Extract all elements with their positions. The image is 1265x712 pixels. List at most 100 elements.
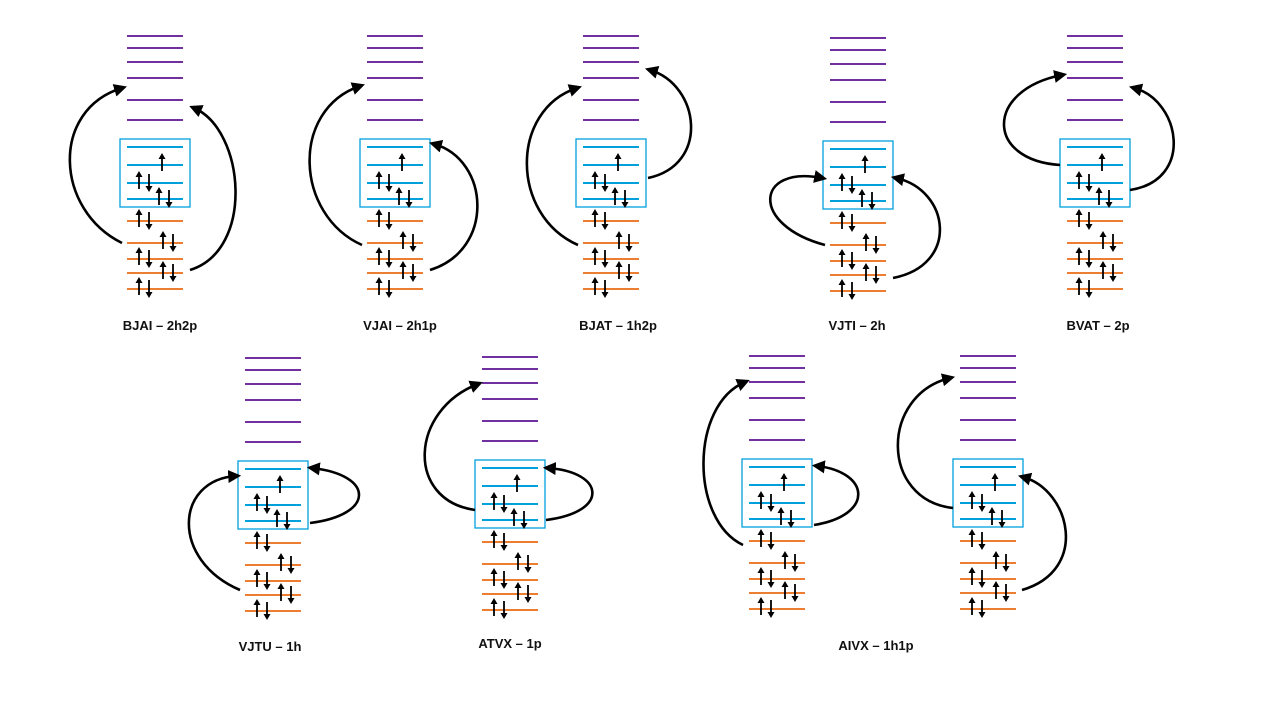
excitation-arrow xyxy=(811,460,860,527)
spin-up-head xyxy=(399,261,407,267)
spin-up-head xyxy=(273,509,281,515)
spin-down-head xyxy=(767,582,775,588)
spin-down-head xyxy=(978,506,986,512)
spin-down-head xyxy=(287,598,295,604)
spin-down-head xyxy=(872,248,880,254)
spin-up-head xyxy=(510,508,518,514)
spin-up-head xyxy=(591,277,599,283)
spin-down-head xyxy=(848,226,856,232)
spin-down-head xyxy=(524,597,532,603)
spin-up-head xyxy=(757,491,765,497)
spin-up-head xyxy=(862,233,870,239)
spin-up-head xyxy=(992,581,1000,587)
orbital-panel xyxy=(822,37,894,300)
spin-down-head xyxy=(1109,276,1117,282)
active-space-box xyxy=(952,458,1024,528)
excitation-arrow xyxy=(890,173,942,280)
orbital-panel xyxy=(1059,35,1131,298)
spin-down-head xyxy=(978,544,986,550)
spin-up-head xyxy=(611,187,619,193)
spin-up-head xyxy=(253,599,261,605)
spin-up-head xyxy=(780,473,788,479)
spin-down-head xyxy=(263,584,271,590)
excitation-arrow xyxy=(542,462,594,522)
spin-down-head xyxy=(385,224,393,230)
excitation-arrow xyxy=(1002,70,1068,167)
orbital-panel xyxy=(952,355,1024,618)
spin-down-head xyxy=(787,522,795,528)
spin-up-head xyxy=(513,474,521,480)
spin-down-head xyxy=(500,583,508,589)
spin-down-head xyxy=(263,546,271,552)
spin-up-head xyxy=(591,209,599,215)
spin-down-head xyxy=(385,262,393,268)
spin-down-head xyxy=(791,596,799,602)
caption-vjtu: VJTU – 1h xyxy=(239,639,302,654)
spin-down-head xyxy=(1002,566,1010,572)
spin-up-head xyxy=(781,581,789,587)
spin-up-head xyxy=(1075,171,1083,177)
spin-down-head xyxy=(1085,186,1093,192)
spin-down-head xyxy=(287,568,295,574)
spin-down-head xyxy=(767,544,775,550)
active-space-box xyxy=(575,138,647,208)
spin-down-head xyxy=(165,202,173,208)
spin-up-head xyxy=(838,249,846,255)
orbital-panel xyxy=(575,35,647,298)
spin-up-head xyxy=(253,569,261,575)
spin-up-head xyxy=(490,492,498,498)
spin-down-head xyxy=(601,186,609,192)
spin-down-head xyxy=(601,292,609,298)
spin-down-head xyxy=(625,276,633,282)
orbital-panel xyxy=(474,356,546,619)
spin-up-head xyxy=(992,551,1000,557)
spin-down-head xyxy=(145,292,153,298)
spin-up-head xyxy=(757,597,765,603)
spin-down-head xyxy=(848,264,856,270)
spin-down-head xyxy=(145,186,153,192)
excitation-arrow xyxy=(769,170,828,247)
spin-down-head xyxy=(621,202,629,208)
caption-aivx: AIVX – 1h1p xyxy=(838,638,913,653)
spin-down-head xyxy=(263,614,271,620)
spin-down-head xyxy=(385,292,393,298)
spin-down-head xyxy=(1085,292,1093,298)
caption-bvat: BVAT – 2p xyxy=(1066,318,1129,333)
spin-up-head xyxy=(399,231,407,237)
spin-up-head xyxy=(514,582,522,588)
spin-up-head xyxy=(862,263,870,269)
spin-up-head xyxy=(375,171,383,177)
spin-down-head xyxy=(409,276,417,282)
spin-up-head xyxy=(781,551,789,557)
active-space-box xyxy=(741,458,813,528)
excitation-arrow xyxy=(702,379,750,547)
excitation-arrow xyxy=(308,82,365,247)
spin-down-head xyxy=(145,262,153,268)
spin-up-head xyxy=(777,507,785,513)
excitation-arrow xyxy=(68,84,127,245)
caption-atvx: ATVX – 1p xyxy=(478,636,541,651)
orbital-panel xyxy=(741,355,813,618)
spin-up-head xyxy=(968,567,976,573)
spin-up-head xyxy=(253,531,261,537)
spin-up-head xyxy=(253,493,261,499)
spin-down-head xyxy=(405,202,413,208)
spin-down-head xyxy=(1105,202,1113,208)
spin-up-head xyxy=(591,247,599,253)
spin-up-head xyxy=(614,153,622,159)
excitation-arrow xyxy=(896,373,956,510)
active-space-box xyxy=(359,138,431,208)
active-space-box xyxy=(119,138,191,208)
spin-down-head xyxy=(1109,246,1117,252)
spin-up-head xyxy=(395,187,403,193)
spin-down-head xyxy=(1085,262,1093,268)
spin-up-head xyxy=(757,529,765,535)
caption-bjat: BJAT – 1h2p xyxy=(579,318,657,333)
spin-up-head xyxy=(135,247,143,253)
orbital-panel xyxy=(119,35,191,298)
spin-up-head xyxy=(858,189,866,195)
spin-down-head xyxy=(601,224,609,230)
spin-up-head xyxy=(838,279,846,285)
spin-up-head xyxy=(490,530,498,536)
